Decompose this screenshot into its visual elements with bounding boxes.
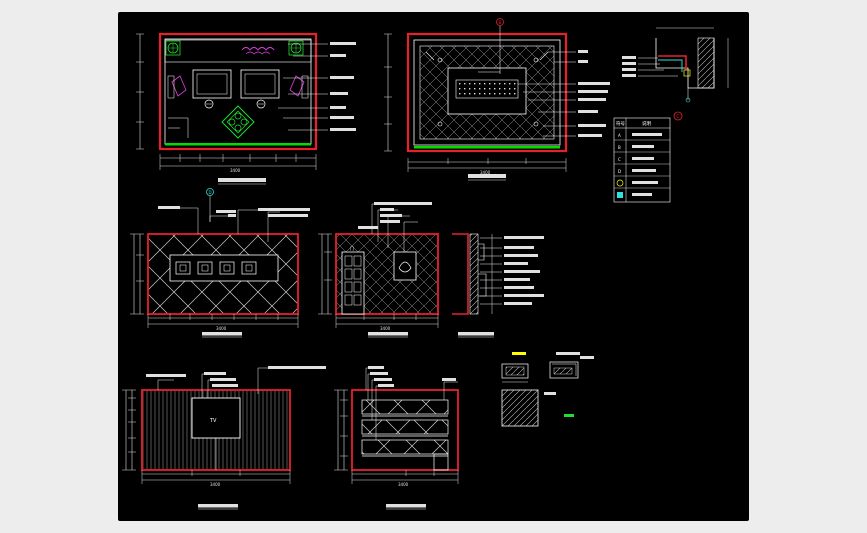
- legend-row-code: A: [618, 133, 621, 138]
- plan-title: [218, 178, 266, 185]
- cad-drawing: 3400: [122, 18, 729, 510]
- ceiling-plan[interactable]: B 34: [384, 18, 610, 179]
- tv-label: TV: [209, 418, 217, 424]
- dimension-label: 3400: [230, 168, 241, 173]
- section-tag-label: B: [499, 20, 502, 25]
- elevation-c[interactable]: TV: [122, 366, 326, 510]
- legend-row-code: C: [618, 157, 621, 162]
- section-tag-label: D: [209, 190, 212, 195]
- section-detail[interactable]: C: [622, 27, 729, 121]
- dimension-label: 3400: [216, 326, 227, 331]
- dimension-label: 3400: [480, 170, 491, 175]
- small-detail-3[interactable]: [501, 389, 574, 427]
- plant-icon: [288, 40, 304, 56]
- table-icon: [221, 105, 255, 139]
- legend-table: 符号 说明 A B C D: [613, 117, 671, 203]
- elevation-b[interactable]: 门: [318, 202, 439, 338]
- display-shelf: [361, 399, 449, 457]
- legend-row-code: B: [618, 145, 621, 150]
- dimension-label: 3400: [380, 326, 391, 331]
- legend-header-code: 符号: [616, 120, 625, 127]
- wall-section[interactable]: [452, 233, 544, 338]
- plant-icon: [165, 40, 181, 56]
- legend-row-code: D: [618, 169, 621, 174]
- floor-plan[interactable]: 3400: [136, 32, 356, 173]
- elevation-a[interactable]: D: [130, 188, 310, 338]
- section-tag-marker: B: [478, 18, 504, 74]
- door-label: 门: [350, 245, 354, 251]
- small-detail-2[interactable]: [549, 352, 594, 379]
- dimension-label: 3400: [210, 482, 221, 487]
- small-detail-1[interactable]: [501, 352, 529, 383]
- elevation-d[interactable]: 3400: [334, 366, 459, 510]
- dimension-label: 3400: [398, 482, 409, 487]
- cad-drawing-canvas[interactable]: 3400: [118, 12, 749, 521]
- section-tag-label: C: [676, 114, 679, 120]
- legend-header-desc: 说明: [642, 120, 651, 127]
